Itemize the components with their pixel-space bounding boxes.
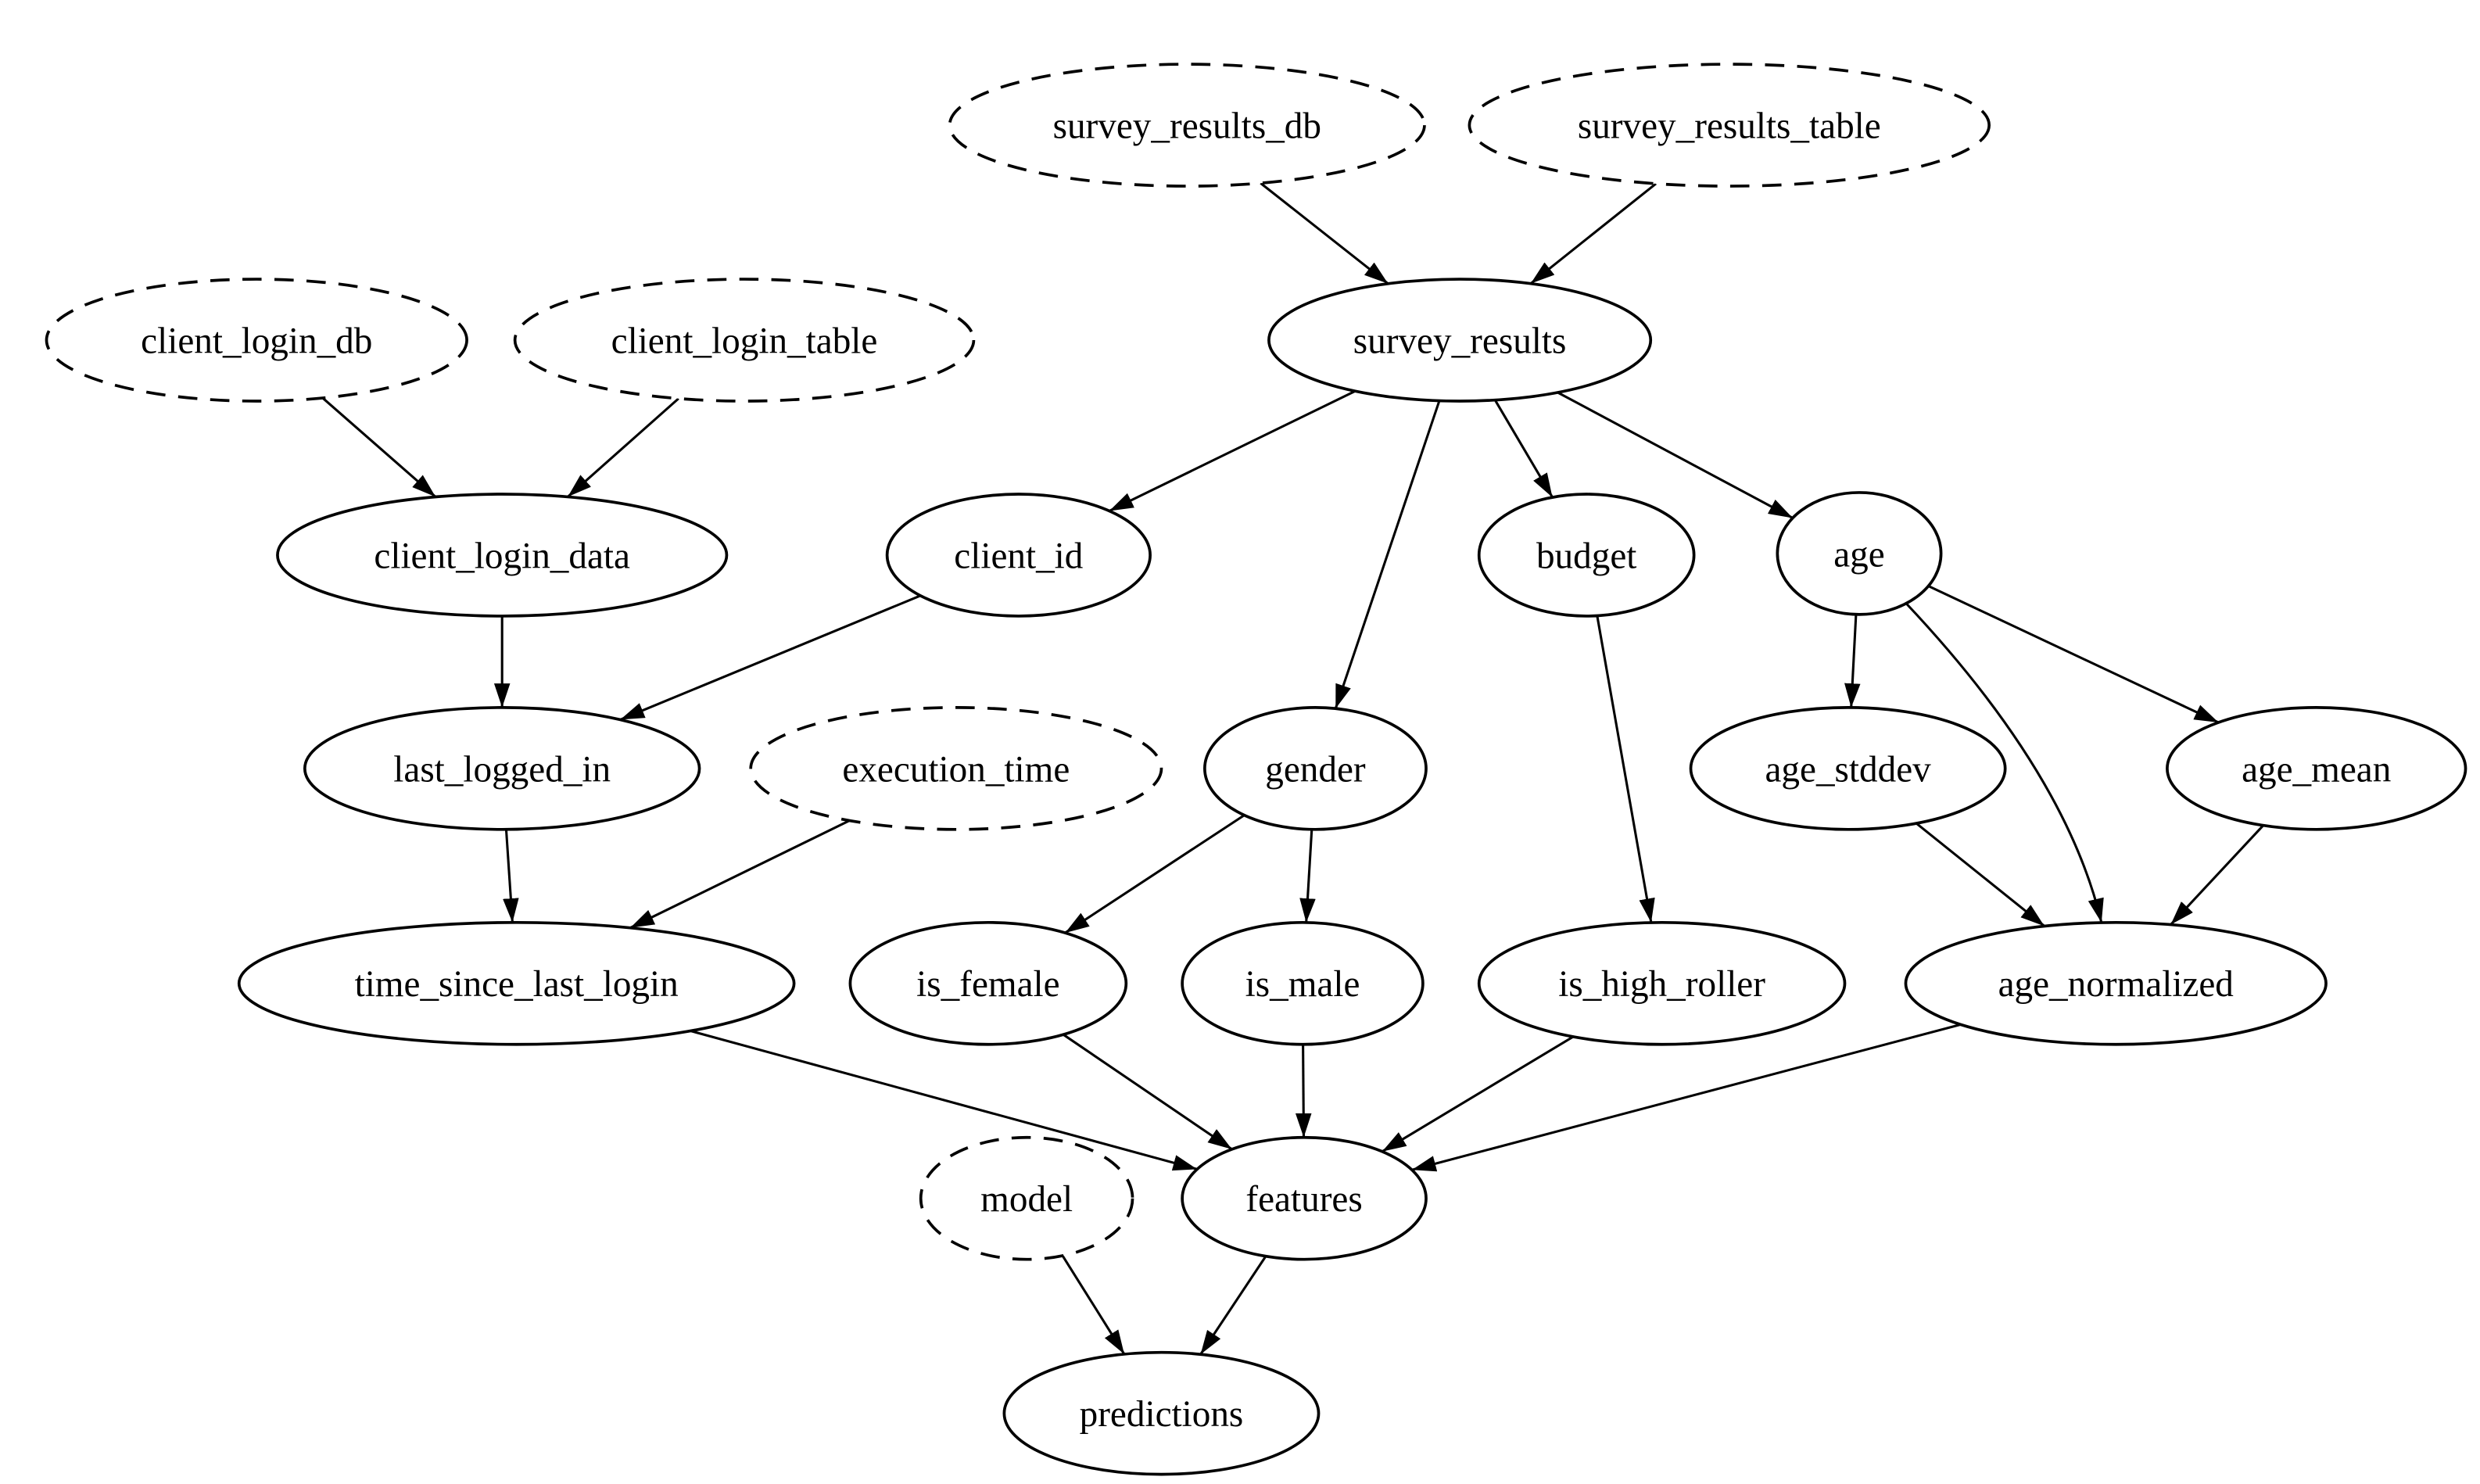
edge-age-to-age_stddev xyxy=(1844,614,1861,708)
node-ellipse-survey_results_table xyxy=(1468,63,1991,188)
node-ellipse-gender xyxy=(1203,706,1428,831)
edge-features-to-predictions xyxy=(1199,1255,1267,1356)
node-age_normalized: age_normalized xyxy=(1904,920,2328,1046)
node-client_id: client_id xyxy=(885,493,1152,618)
node-features: features xyxy=(1181,1135,1428,1261)
node-label-predictions: predictions xyxy=(1080,1394,1244,1435)
node-ellipse-age_stddev xyxy=(1689,706,2007,831)
edge-survey_results-to-budget xyxy=(1493,399,1554,498)
node-ellipse-features xyxy=(1181,1135,1428,1261)
node-is_high_roller: is_high_roller xyxy=(1477,920,1847,1046)
edge-is_female-to-features xyxy=(1063,1033,1233,1151)
node-ellipse-client_id xyxy=(885,493,1152,618)
node-label-survey_results_db: survey_results_db xyxy=(1053,106,1321,147)
node-label-execution_time: execution_time xyxy=(842,749,1070,790)
node-ellipse-time_since_last_login xyxy=(237,920,796,1046)
node-label-age: age xyxy=(1833,534,1884,575)
node-ellipse-is_high_roller xyxy=(1477,920,1847,1046)
edge-survey_results_table-to-survey_results xyxy=(1529,182,1657,285)
edge-model-to-predictions xyxy=(1061,1255,1126,1355)
node-label-gender: gender xyxy=(1265,749,1366,790)
edge-gender-to-is_male xyxy=(1299,829,1316,923)
node-client_login_data: client_login_data xyxy=(276,493,729,618)
edge-gender-to-is_female xyxy=(1064,814,1245,934)
node-gender: gender xyxy=(1203,706,1428,831)
edge-age-to-age_normalized xyxy=(1905,602,2104,923)
edge-age_stddev-to-age_normalized xyxy=(1916,822,2045,927)
edge-age_normalized-to-features xyxy=(1411,1023,1962,1172)
node-ellipse-budget xyxy=(1477,493,1696,618)
node-ellipse-age_mean xyxy=(2166,706,2467,831)
node-label-last_logged_in: last_logged_in xyxy=(393,749,611,790)
node-age: age xyxy=(1776,491,1943,616)
edge-budget-to-is_high_roller xyxy=(1596,615,1655,923)
node-is_female: is_female xyxy=(848,920,1128,1046)
node-time_since_last_login: time_since_last_login xyxy=(237,920,796,1046)
edge-client_id-to-last_logged_in xyxy=(619,594,921,721)
edge-survey_results-to-age xyxy=(1557,391,1794,519)
edge-survey_results_db-to-survey_results xyxy=(1260,182,1389,285)
node-ellipse-age xyxy=(1776,491,1943,616)
node-age_stddev: age_stddev xyxy=(1689,706,2007,831)
edge-client_login_db-to-client_login_data xyxy=(321,396,437,498)
node-label-features: features xyxy=(1245,1179,1362,1220)
edge-age-to-age_mean xyxy=(1927,585,2220,724)
node-model: model xyxy=(919,1135,1134,1261)
node-survey_results_db: survey_results_db xyxy=(948,63,1426,188)
edge-is_male-to-features xyxy=(1295,1044,1312,1138)
node-ellipse-client_login_data xyxy=(276,493,729,618)
node-ellipse-is_male xyxy=(1181,920,1425,1046)
node-label-age_normalized: age_normalized xyxy=(1998,964,2235,1005)
node-label-is_male: is_male xyxy=(1245,964,1360,1005)
node-survey_results_table: survey_results_table xyxy=(1468,63,1991,188)
node-label-time_since_last_login: time_since_last_login xyxy=(355,964,679,1005)
node-client_login_table: client_login_table xyxy=(513,278,976,403)
node-label-survey_results: survey_results xyxy=(1353,321,1567,361)
node-survey_results: survey_results xyxy=(1267,278,1653,403)
edge-age_mean-to-age_normalized xyxy=(2170,824,2264,926)
edges-layer xyxy=(321,182,2264,1356)
node-ellipse-predictions xyxy=(1002,1350,1321,1476)
node-ellipse-client_login_table xyxy=(513,278,976,403)
node-label-client_login_table: client_login_table xyxy=(611,321,878,361)
node-label-client_login_data: client_login_data xyxy=(374,536,630,576)
node-predictions: predictions xyxy=(1002,1350,1321,1476)
edge-time_since_last_login-to-features xyxy=(690,1030,1198,1171)
edge-is_high_roller-to-features xyxy=(1382,1035,1574,1153)
node-client_login_db: client_login_db xyxy=(45,278,468,403)
node-ellipse-execution_time xyxy=(749,706,1163,831)
node-is_male: is_male xyxy=(1181,920,1425,1046)
node-label-is_high_roller: is_high_roller xyxy=(1558,964,1765,1005)
node-last_logged_in: last_logged_in xyxy=(303,706,701,831)
edge-survey_results-to-client_id xyxy=(1109,389,1356,512)
node-ellipse-client_login_db xyxy=(45,278,468,403)
node-label-model: model xyxy=(980,1179,1073,1220)
node-ellipse-last_logged_in xyxy=(303,706,701,831)
node-ellipse-survey_results xyxy=(1267,278,1653,403)
node-label-age_mean: age_mean xyxy=(2242,749,2391,790)
node-ellipse-survey_results_db xyxy=(948,63,1426,188)
node-label-is_female: is_female xyxy=(916,964,1059,1005)
node-label-client_id: client_id xyxy=(954,536,1084,576)
node-ellipse-age_normalized xyxy=(1904,920,2328,1046)
node-execution_time: execution_time xyxy=(749,706,1163,831)
node-label-survey_results_table: survey_results_table xyxy=(1578,106,1881,147)
node-ellipse-model xyxy=(919,1135,1134,1261)
edge-execution_time-to-time_since_last_login xyxy=(629,819,851,930)
edge-client_login_table-to-client_login_data xyxy=(567,397,679,498)
node-ellipse-is_female xyxy=(848,920,1128,1046)
edge-last_logged_in-to-time_since_last_login xyxy=(503,829,519,923)
node-label-client_login_db: client_login_db xyxy=(141,321,372,361)
nodes-layer: survey_results_db survey_results_tablecli… xyxy=(45,63,2467,1476)
edge-survey_results-to-gender xyxy=(1334,400,1441,709)
node-label-age_stddev: age_stddev xyxy=(1765,749,1931,790)
node-age_mean: age_mean xyxy=(2166,706,2467,831)
node-budget: budget xyxy=(1477,493,1696,618)
node-label-budget: budget xyxy=(1536,536,1636,576)
